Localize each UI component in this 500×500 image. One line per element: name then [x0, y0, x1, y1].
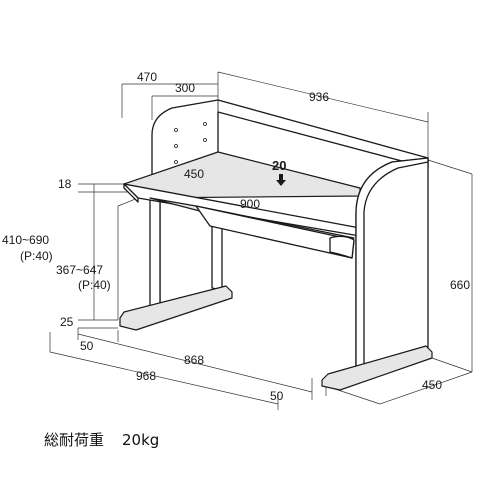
dim-shelf-depth: 450: [184, 167, 204, 181]
dim-foot-height: 25: [60, 315, 74, 329]
left-foot: [119, 285, 233, 331]
dim-height-keyboard-pitch: (P:40): [78, 278, 111, 292]
dim-base-depth: 450: [422, 378, 442, 392]
dim-foot-width-left: 50: [80, 339, 94, 353]
desk-illustration: [119, 99, 433, 391]
load-capacity-value: 20kg: [122, 431, 160, 449]
dim-inner-width: 868: [184, 353, 204, 367]
dim-width-total: 936: [309, 90, 329, 104]
dim-depth-top: 300: [175, 81, 195, 95]
dimension-labels: 470 300 936 20 450 900 18 410~690 (P:40)…: [2, 70, 470, 403]
dim-base-width: 968: [136, 369, 156, 383]
dim-load-shelf: 20: [272, 158, 286, 173]
dim-desk-thickness: 18: [58, 177, 72, 191]
dim-depth-total: 470: [137, 70, 157, 84]
right-foot: [321, 345, 433, 391]
dim-height-keyboard: 367~647: [56, 263, 103, 277]
dim-height-total: 660: [450, 278, 470, 292]
dim-foot-width-right: 50: [270, 389, 284, 403]
dim-height-desk-pitch: (P:40): [20, 249, 53, 263]
left-leg-front: [149, 195, 161, 313]
dim-shelf-width: 900: [240, 197, 260, 211]
load-capacity-caption: 総耐荷重 20kg: [44, 429, 159, 450]
dim-height-desk: 410~690: [2, 233, 49, 247]
load-capacity-label: 総耐荷重: [44, 431, 105, 449]
load-arrow-icon: [276, 174, 286, 186]
